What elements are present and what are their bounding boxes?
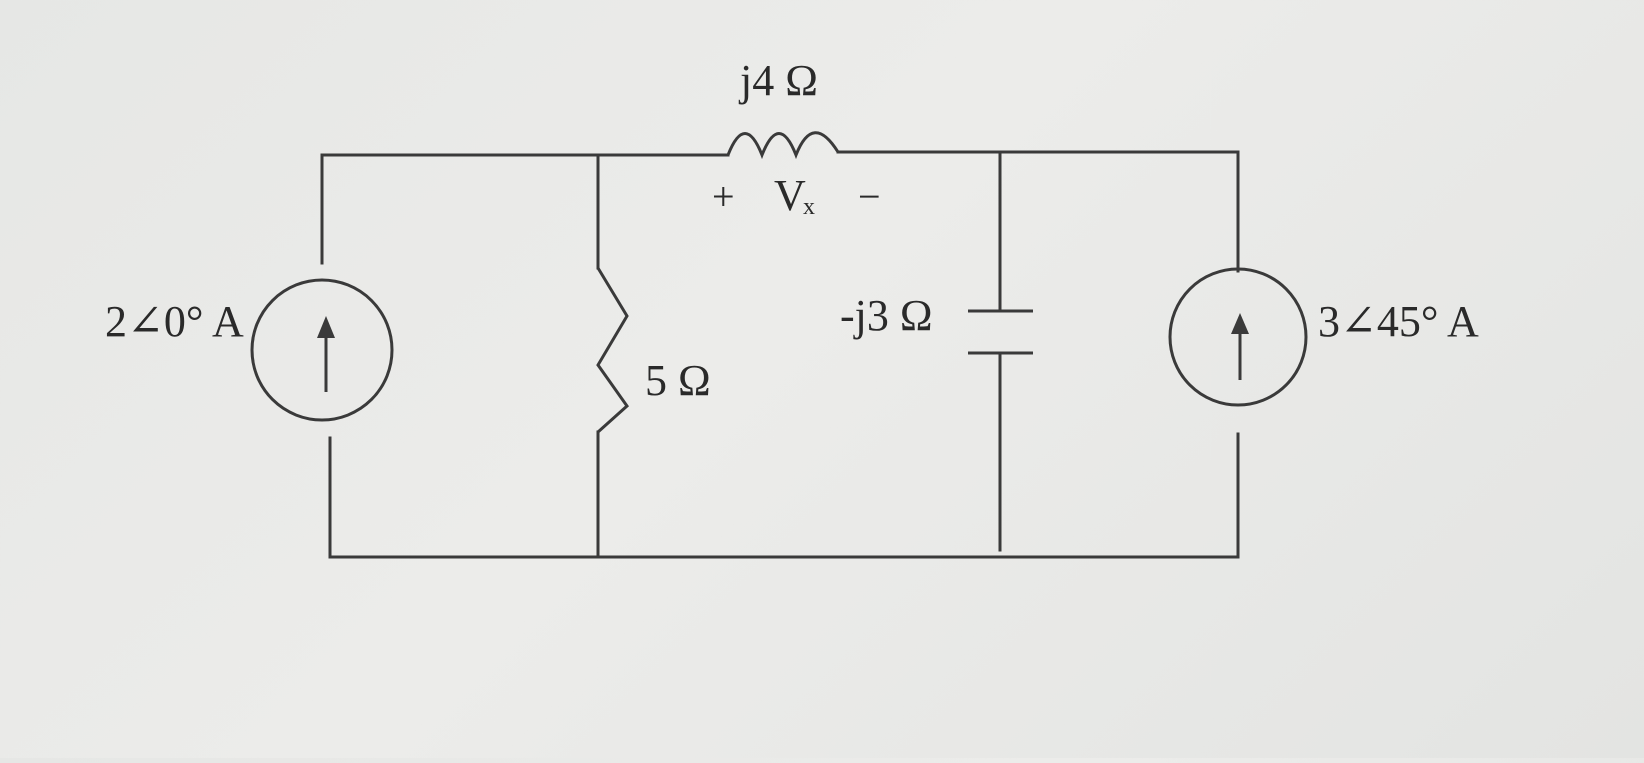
arrow-up-icon [1231,313,1249,380]
inductor [726,131,840,160]
arrow-up-icon [317,316,335,392]
capacitor-label: -j3 Ω [840,291,933,340]
current-source-right [1168,267,1308,407]
voltage-plus-sign: + [712,174,735,219]
source-right-label: 3∠45° A [1318,297,1479,346]
current-source-left [250,278,394,422]
inductor-label: j4 Ω [738,56,818,105]
voltage-minus-sign: − [858,174,881,219]
source-left-label: 2∠0° A [105,297,244,346]
voltage-name: V [774,171,806,220]
resistor-label: 5 Ω [645,356,711,405]
resistor [596,267,629,434]
voltage-subscript: x [803,194,815,220]
top-wire-left [320,153,730,265]
